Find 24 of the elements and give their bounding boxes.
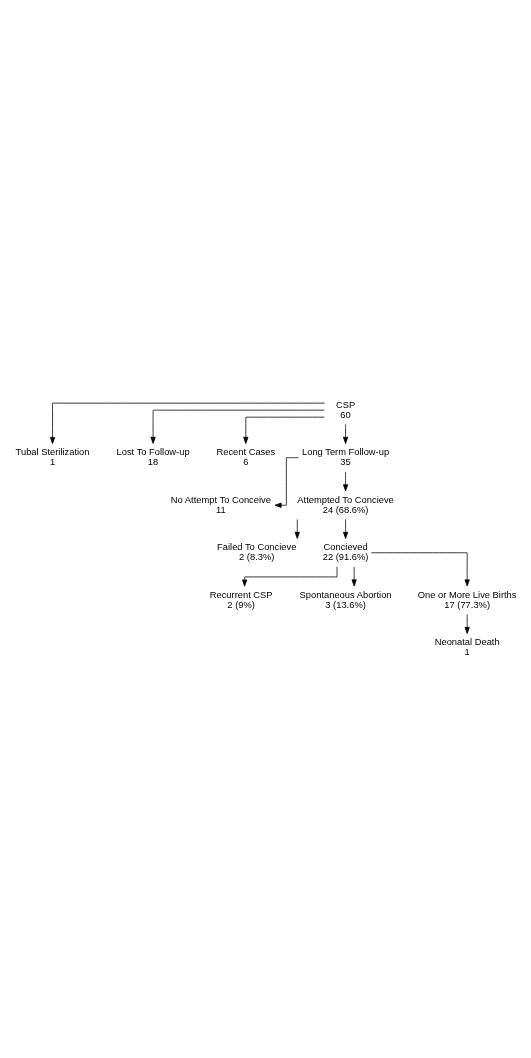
node-text: One or More Live Births 17 (77.3%) <box>417 589 517 610</box>
node-text: Tubal Sterilization 1 <box>15 447 90 468</box>
node-text: Recent Cases 6 <box>216 447 276 468</box>
arrow <box>150 409 325 444</box>
arrow <box>49 402 325 445</box>
node-text: Attempted To Concieve 24 (68.6%) <box>297 494 394 515</box>
node-text: Lost To Follow-up 18 <box>116 447 190 468</box>
node-text: Spontaneous Abortion 3 (13.6%) <box>299 589 392 610</box>
arrow <box>464 614 470 634</box>
node-text: CSP 60 <box>335 399 356 420</box>
node-text: Failed To Concieve 2 (8.3%) <box>217 542 297 563</box>
arrow <box>242 566 338 587</box>
node-text: Neonatal Death 1 <box>434 637 500 658</box>
arrow <box>343 471 349 492</box>
node-text: Long Term Follow-up 35 <box>302 447 390 468</box>
arrow <box>351 566 357 587</box>
arrow <box>243 416 325 444</box>
arrow <box>370 552 470 587</box>
arrow <box>343 424 349 444</box>
arrow <box>343 519 349 539</box>
node-text: No Attempt To Conceive 11 <box>170 494 271 515</box>
node-text: Concieved 22 (91.6%) <box>322 542 369 563</box>
arrow <box>294 519 300 539</box>
node-text: Recurrent CSP 2 (9%) <box>209 589 273 610</box>
